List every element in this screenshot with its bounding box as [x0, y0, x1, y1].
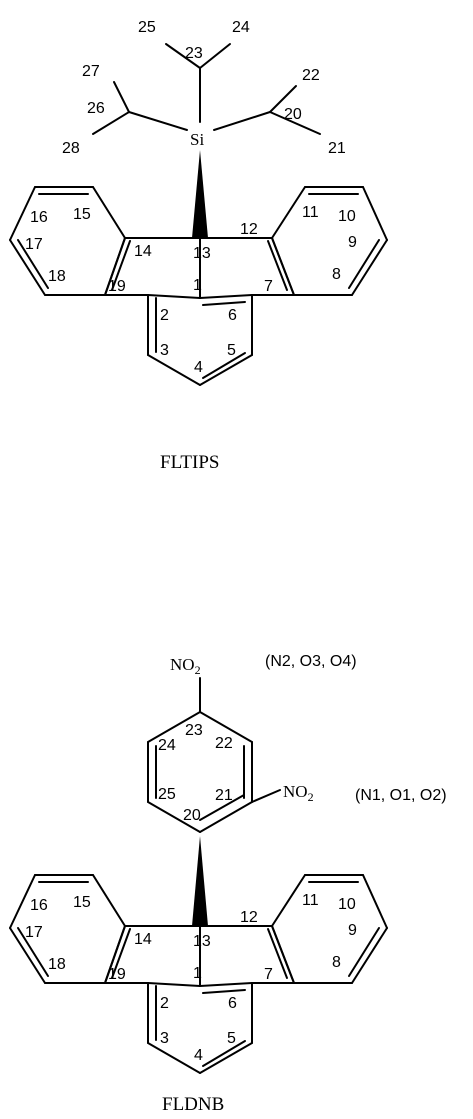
atom-number: 16 — [30, 209, 48, 226]
atom-number: 2 — [160, 995, 169, 1012]
atom-number: 20 — [183, 807, 201, 824]
atom-number: 13 — [193, 933, 211, 950]
atom-number: 3 — [160, 342, 169, 359]
atom-number: 19 — [108, 966, 126, 983]
tips-bonds — [92, 43, 321, 135]
atom-number: 18 — [48, 268, 66, 285]
fldnb-right-ring — [267, 874, 388, 984]
atom-number: 11 — [302, 204, 319, 221]
fldnb-atom-numbers: 1 2 3 4 5 6 7 8 9 10 11 12 13 14 15 16 1… — [25, 722, 357, 1064]
atom-number: 25 — [158, 786, 176, 803]
atom-number: 5 — [227, 1030, 236, 1047]
fltips-caption: FLTIPS — [160, 452, 220, 473]
atom-number: 6 — [228, 307, 237, 324]
atom-number: 27 — [82, 63, 100, 80]
atom-number: 25 — [138, 19, 156, 36]
atom-number: 12 — [240, 909, 258, 926]
wedge-bond — [192, 836, 208, 926]
fltips-right-ring — [267, 186, 388, 296]
atom-number: 2 — [160, 307, 169, 324]
atom-number: 20 — [284, 106, 302, 123]
atom-number: 14 — [134, 243, 152, 260]
atom-number: 13 — [193, 245, 211, 262]
atom-number: 11 — [302, 892, 319, 909]
atom-number: 9 — [348, 234, 357, 251]
atom-number: 21 — [215, 787, 233, 804]
silicon-label: Si — [190, 130, 204, 149]
atom-number: 4 — [194, 1047, 203, 1064]
fltips-atom-numbers: 1 2 3 4 5 6 7 8 9 10 11 12 13 14 15 16 1… — [25, 19, 357, 376]
fltips-left-ring — [9, 186, 131, 296]
fldnb-phenyl-ring — [147, 711, 253, 833]
atom-number: 10 — [338, 896, 356, 913]
wedge-bond — [192, 150, 208, 238]
nitro-side-label: NO2 — [283, 782, 314, 804]
nitro-top-atoms: (N2, O3, O4) — [265, 653, 357, 670]
fltips-structure: Si 1 2 3 4 5 6 7 8 9 10 11 12 13 14 15 1… — [9, 19, 388, 473]
fldnb-bottom-ring — [147, 982, 253, 1074]
atom-number: 1 — [193, 277, 202, 294]
atom-number: 3 — [160, 1030, 169, 1047]
atom-number: 8 — [332, 266, 341, 283]
atom-number: 8 — [332, 954, 341, 971]
atom-number: 17 — [25, 236, 43, 253]
fldnb-structure: NO2 (N2, O3, O4) NO2 (N1, O1, O2) — [9, 653, 447, 1115]
fltips-bottom-ring — [147, 294, 253, 386]
atom-number: 15 — [73, 206, 91, 223]
atom-number: 21 — [328, 140, 346, 157]
atom-number: 4 — [194, 359, 203, 376]
atom-number: 19 — [108, 278, 126, 295]
atom-number: 16 — [30, 897, 48, 914]
atom-number: 7 — [264, 966, 273, 983]
atom-number: 26 — [87, 100, 105, 117]
atom-number: 24 — [158, 737, 176, 754]
atom-number: 6 — [228, 995, 237, 1012]
atom-number: 22 — [302, 67, 320, 84]
atom-number: 14 — [134, 931, 152, 948]
atom-number: 23 — [185, 722, 203, 739]
nitro-top-label: NO2 — [170, 655, 201, 677]
nitro-side-atoms: (N1, O1, O2) — [355, 787, 447, 804]
atom-number: 17 — [25, 924, 43, 941]
atom-number: 28 — [62, 140, 80, 157]
atom-number: 10 — [338, 208, 356, 225]
atom-number: 24 — [232, 19, 250, 36]
atom-number: 15 — [73, 894, 91, 911]
atom-number: 9 — [348, 922, 357, 939]
atom-number: 5 — [227, 342, 236, 359]
fldnb-left-ring — [9, 874, 131, 984]
atom-number: 1 — [193, 965, 202, 982]
fldnb-caption: FLDNB — [162, 1094, 224, 1115]
atom-number: 12 — [240, 221, 258, 238]
atom-number: 7 — [264, 278, 273, 295]
atom-number: 23 — [185, 45, 203, 62]
atom-number: 22 — [215, 735, 233, 752]
atom-number: 18 — [48, 956, 66, 973]
